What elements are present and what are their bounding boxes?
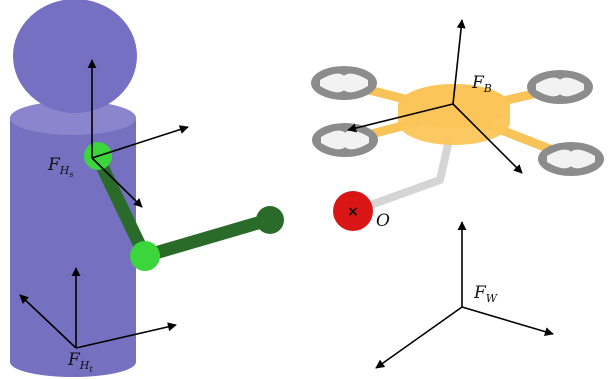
drone <box>311 66 604 176</box>
origin-marker <box>333 191 373 231</box>
origin-label: O <box>376 211 390 231</box>
rotor-right-back <box>527 70 593 104</box>
human-arm <box>84 142 284 271</box>
rotor-left-back <box>311 66 377 100</box>
frame-label-human-shoulder: FHs <box>47 155 74 179</box>
origin-cross: × <box>347 204 359 220</box>
frame-drone-body-axes <box>347 19 523 174</box>
frame-label-human-torso: FHt <box>67 350 93 374</box>
frame-human-shoulder-axes <box>87 59 189 208</box>
human-shoulder-top <box>10 101 136 135</box>
tether-cable <box>350 136 453 215</box>
rotor-left-front <box>312 123 378 157</box>
frame-human-torso-axes <box>19 267 177 349</box>
frame-label-drone-body: FB <box>471 73 492 95</box>
hand <box>256 206 284 234</box>
forearm <box>138 213 275 263</box>
human-head <box>13 0 137 113</box>
frame-label-world: FW <box>473 283 499 305</box>
frame-world-axes <box>375 221 554 369</box>
rotor-right-front <box>538 142 604 176</box>
elbow-joint <box>130 241 160 271</box>
upper-arm <box>91 151 152 263</box>
